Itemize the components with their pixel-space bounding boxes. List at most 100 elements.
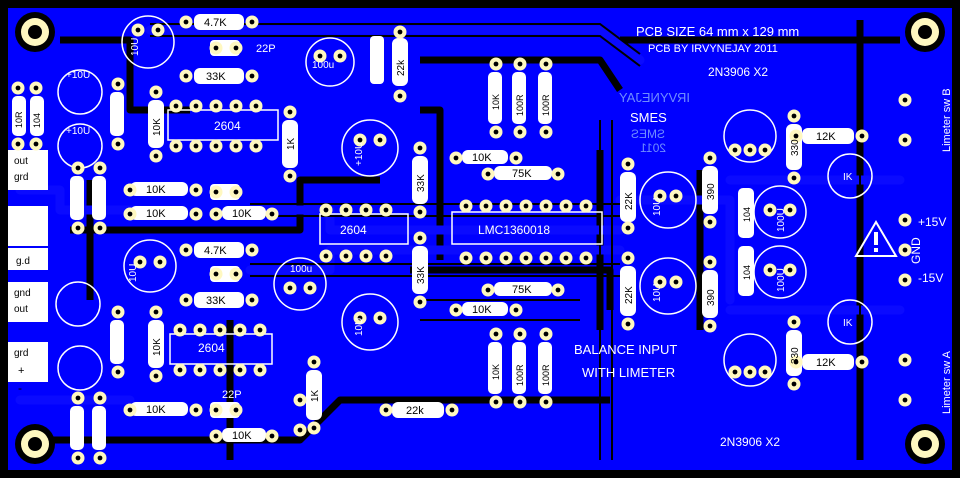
- pad-hole: [453, 155, 459, 161]
- c-100u-r1: 100U: [776, 208, 787, 232]
- r-330-v2: 330: [790, 347, 801, 364]
- conn-gnd-bot: grd: [14, 348, 28, 359]
- pad-hole: [115, 309, 121, 315]
- c-100u-top: 100u: [312, 60, 334, 71]
- pad-hole: [517, 129, 523, 135]
- pad-hole: [75, 165, 81, 171]
- pad-hole: [453, 307, 459, 313]
- pad-hole: [213, 271, 219, 277]
- pad-hole: [183, 247, 189, 253]
- pad-hole: [417, 299, 423, 305]
- r-100r-v1: 100R: [515, 94, 525, 116]
- pad-hole: [673, 279, 679, 285]
- pad-hole: [115, 369, 121, 375]
- pad-hole: [543, 129, 549, 135]
- pad-hole: [357, 137, 363, 143]
- r-22k-top: 22k: [396, 59, 407, 76]
- r-10r: 10R: [14, 111, 24, 128]
- pad-hole: [791, 381, 797, 387]
- transistor-top-label: 2N3906 X2: [708, 65, 768, 79]
- pad-hole: [297, 427, 303, 433]
- r-10k-v2: 10K: [491, 364, 501, 380]
- pad-hole: [902, 277, 908, 283]
- c-22p-bl3: 22P: [222, 389, 242, 401]
- pad-hole: [253, 143, 259, 149]
- pad-hole: [343, 207, 349, 213]
- pad-hole: [173, 103, 179, 109]
- r-10k-mid: 10K: [472, 152, 492, 164]
- pad-hole: [33, 85, 39, 91]
- pad-hole: [363, 253, 369, 259]
- r-75k-bot: 75K: [512, 284, 532, 296]
- with-limeter-label: WITH LIMETER: [582, 365, 675, 380]
- pad-hole: [213, 433, 219, 439]
- ic-2604-top: 2604: [214, 119, 241, 133]
- plus15-label: +15V: [918, 215, 946, 229]
- c-10u-l1: +10U: [66, 70, 90, 81]
- pad-hole: [197, 327, 203, 333]
- pad-hole: [249, 73, 255, 79]
- pad-hole: [397, 29, 403, 35]
- pad-hole: [317, 53, 323, 59]
- c-100u-bot: 100u: [290, 264, 312, 275]
- pad-hole: [747, 369, 753, 375]
- pad-hole: [173, 143, 179, 149]
- pad-hole: [707, 259, 713, 265]
- conn-plus: +: [18, 365, 24, 377]
- r-10k-c: 10K: [232, 208, 252, 220]
- pad-hole: [75, 395, 81, 401]
- c-22p-top: 22P: [256, 43, 276, 55]
- pad-hole: [762, 147, 768, 153]
- pad-hole: [177, 367, 183, 373]
- pad-hole: [233, 407, 239, 413]
- r-1k-bot: 1K: [310, 389, 321, 402]
- pad-hole: [269, 211, 275, 217]
- r-47k-bot: 4.7K: [204, 245, 227, 257]
- pad-hole: [902, 97, 908, 103]
- minus15-label: -15V: [918, 271, 943, 285]
- pad-hole: [97, 165, 103, 171]
- pad-hole: [193, 187, 199, 193]
- pad-hole: [383, 253, 389, 259]
- pad-hole: [485, 287, 491, 293]
- conn-gnd-mid2: gnd: [14, 288, 31, 299]
- pad-hole: [323, 253, 329, 259]
- c-22p-l1: 22P: [114, 114, 125, 132]
- pad-hole: [213, 407, 219, 413]
- pad-hole: [417, 209, 423, 215]
- pad-hole: [217, 327, 223, 333]
- r-10k-l1: 10K: [152, 118, 163, 136]
- r-22k-v2: 22K: [624, 286, 635, 304]
- board-credit-label: PCB BY IRVYNEJAY 2011: [648, 43, 778, 55]
- pad-hole: [323, 207, 329, 213]
- r-10k-v1: 10K: [491, 94, 501, 110]
- r-75k-top: 75K: [512, 168, 532, 180]
- c-10u-tl: 10U: [130, 38, 141, 56]
- pad-hole: [153, 89, 159, 95]
- pad-hole: [15, 141, 21, 147]
- r-33k-top: 33K: [206, 71, 226, 83]
- r-10k-b: 10K: [146, 208, 166, 220]
- pad-hole: [193, 103, 199, 109]
- r-22k-bot: 22k: [406, 405, 424, 417]
- transistor-bottom-label: 2N3906 X2: [720, 435, 780, 449]
- limeter-sw-b-label: Limeter sw B: [941, 88, 953, 152]
- r-10k-mid2: 10K: [472, 304, 492, 316]
- pad-hole: [15, 85, 21, 91]
- r-10k-a: 10K: [146, 184, 166, 196]
- pad-hole: [97, 395, 103, 401]
- pad-hole: [493, 129, 499, 135]
- ic-2604-mid: 2604: [340, 223, 367, 237]
- pad-hole: [859, 133, 865, 139]
- pad-hole: [183, 297, 189, 303]
- r-33k-bot: 33K: [206, 295, 226, 307]
- pad-hole: [543, 61, 549, 67]
- pad-hole: [625, 321, 631, 327]
- pad-hole: [287, 173, 293, 179]
- c-104-r2: 104: [742, 265, 752, 280]
- pad-hole: [377, 315, 383, 321]
- pad-hole: [503, 203, 509, 209]
- pad-hole: [115, 81, 121, 87]
- pad-hole: [517, 331, 523, 337]
- pad-hole: [793, 133, 799, 139]
